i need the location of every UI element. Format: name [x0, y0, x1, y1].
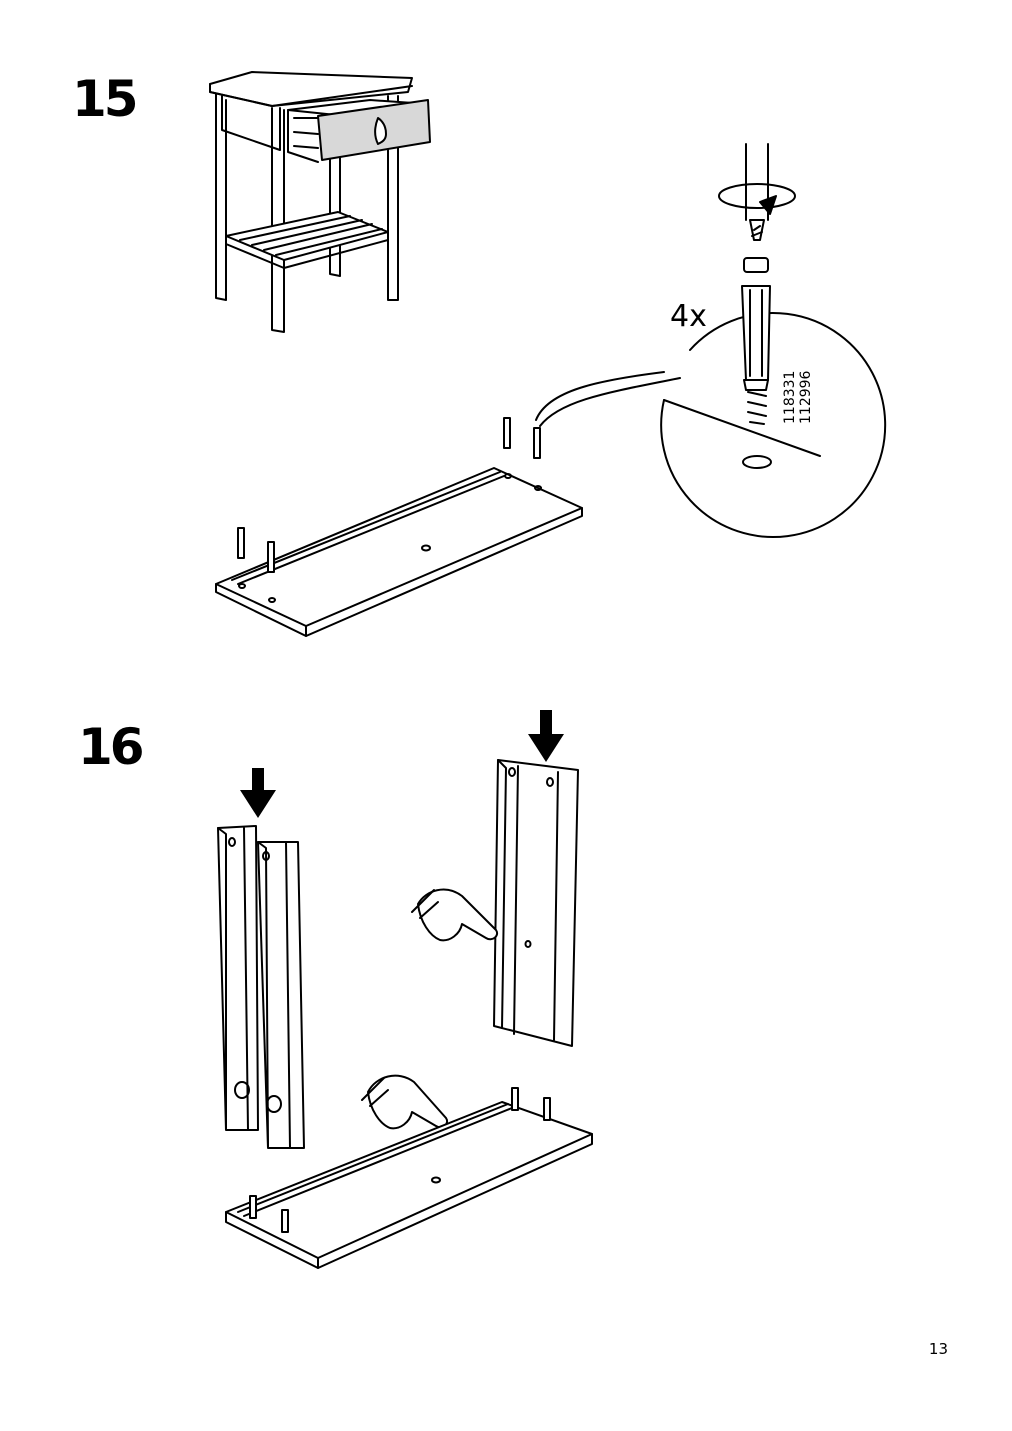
step-15-number: 15 [72, 70, 139, 128]
side-panel-single [493, 759, 579, 1047]
board-with-dowels-15 [215, 417, 583, 637]
part-number-2: 112996 [798, 370, 814, 424]
page-number: 13 [928, 1340, 948, 1358]
detail-magnifier [535, 257, 887, 539]
step-16-number: 16 [78, 718, 145, 776]
side-panel-pair [217, 825, 305, 1149]
board-with-dowels-16 [225, 1087, 593, 1269]
part-number-1: 118331 [782, 371, 798, 424]
hand-icon [361, 1074, 448, 1130]
down-arrow-icon [528, 710, 564, 762]
quantity-label: 4x [670, 299, 707, 334]
nightstand-illustration [209, 71, 431, 333]
down-arrow-icon [240, 768, 276, 818]
screwdriver-detail [718, 143, 796, 241]
hand-icon [411, 888, 498, 942]
